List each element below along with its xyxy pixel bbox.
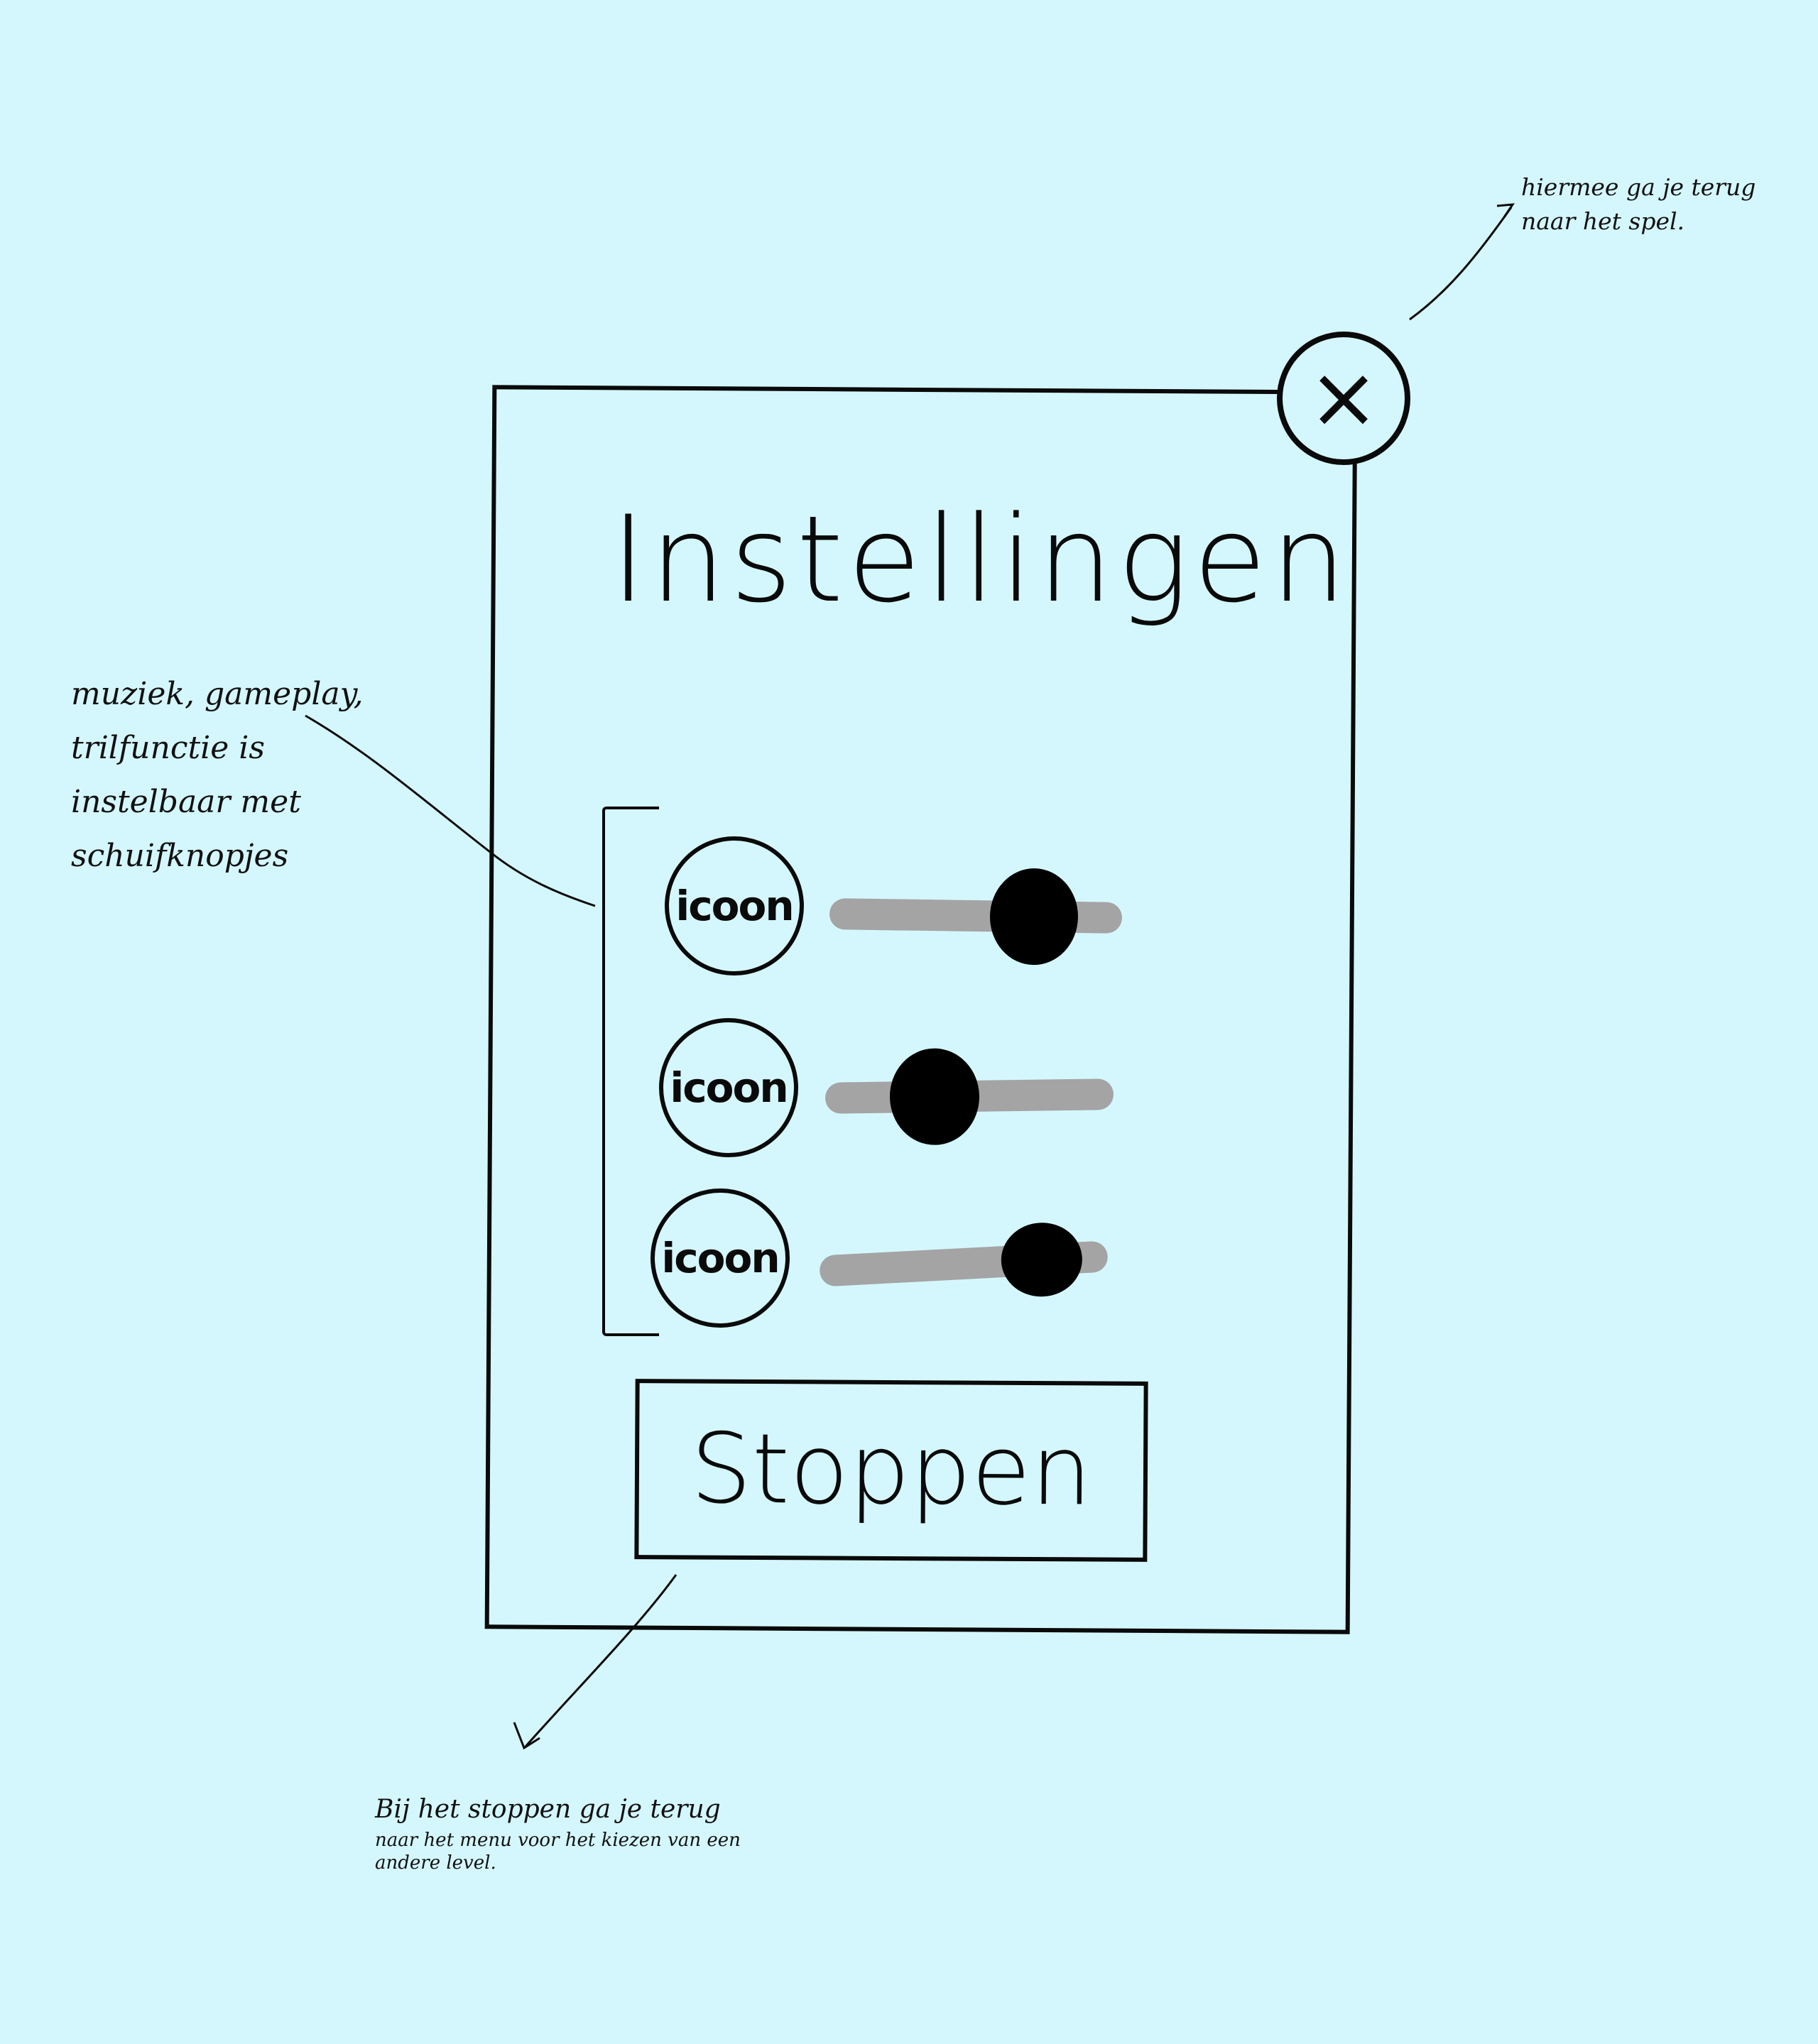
stop-annotation: Bij het stoppen ga je terug naar het men… <box>375 1752 744 1913</box>
close-note-arrow <box>1409 207 1513 321</box>
stop-annotation-line1: Bij het stoppen ga je terug <box>375 1795 721 1824</box>
slider-knob[interactable] <box>889 1047 981 1146</box>
slider-knob[interactable] <box>998 1220 1084 1299</box>
setting-row: icoon <box>651 1188 1119 1330</box>
close-icon: × <box>1307 349 1380 447</box>
vibration-slider[interactable] <box>819 1220 1109 1299</box>
setting-row: icoon <box>659 1018 1128 1160</box>
setting-icon-label: icoon <box>661 1234 780 1282</box>
close-note-arrowhead <box>1496 203 1515 218</box>
panel-title: Instellingen <box>611 490 1351 629</box>
stop-note-arrowhead <box>513 1722 540 1750</box>
setting-icon: icoon <box>651 1188 790 1328</box>
close-button[interactable]: × <box>1277 332 1410 465</box>
slider-knob[interactable] <box>989 868 1079 966</box>
setting-icon: icoon <box>659 1018 798 1157</box>
setting-row: icoon <box>665 836 1133 978</box>
sliders-annotation: muziek, gameplay, trilfunctie is instelb… <box>71 676 364 874</box>
settings-group-bracket <box>602 807 659 1336</box>
setting-icon: icoon <box>665 836 804 975</box>
stop-annotation-line2: naar het menu voor het kiezen van een an… <box>375 1830 741 1874</box>
close-annotation: hiermee ga je terug naar het spel. <box>1521 173 1756 235</box>
volume-slider[interactable] <box>829 868 1123 966</box>
setting-icon-label: icoon <box>670 1064 788 1112</box>
stop-button[interactable]: Stoppen <box>634 1379 1148 1562</box>
gameplay-slider[interactable] <box>824 1047 1114 1146</box>
setting-icon-label: icoon <box>675 882 794 930</box>
